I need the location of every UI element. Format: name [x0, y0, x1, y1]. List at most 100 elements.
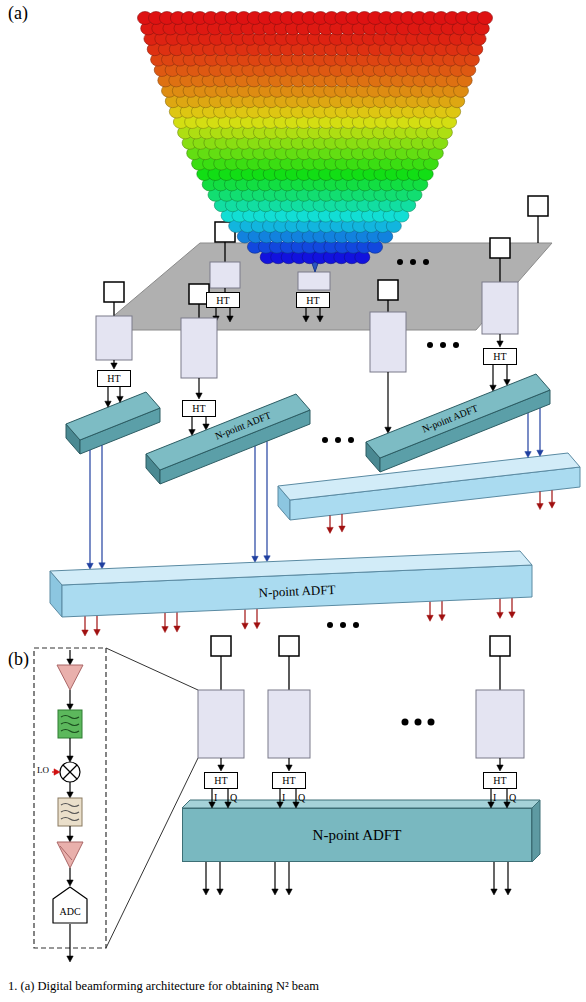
output-arrow-shaft [288, 862, 289, 890]
output-arrow-shaft [429, 601, 430, 616]
signal-arrow-shaft [305, 308, 306, 317]
antenna-element [279, 636, 299, 656]
output-arrow-head [427, 615, 433, 621]
signal-arrow-shaft [229, 308, 230, 317]
output-arrow-shaft [507, 862, 508, 890]
receiver-chain-box [96, 316, 132, 360]
connector-line [279, 789, 280, 803]
filter-wave [61, 818, 79, 821]
output-arrow-shaft [176, 612, 177, 627]
mixer-cross [63, 765, 77, 779]
signal-arrow-head [303, 316, 309, 322]
output-arrow-head [94, 630, 100, 636]
signal-arrow-shaft [119, 387, 120, 397]
signal-arrow-shaft [69, 868, 70, 881]
adc-shape [52, 886, 88, 924]
node-label: N-point ADFT [313, 827, 402, 844]
output-arrow [505, 862, 511, 895]
signal-arrow-shaft [387, 372, 388, 428]
output-arrow-head [327, 527, 333, 533]
output-arrow [254, 609, 260, 629]
signal-arrow-head [218, 765, 224, 771]
output-arrow [217, 862, 223, 895]
adft-bar-top [146, 394, 310, 470]
ht-block: HT [296, 292, 330, 308]
output-arrow-shaft [539, 492, 540, 505]
ellipsis-dot [415, 719, 422, 726]
connector-arrow [189, 417, 195, 436]
beam-pattern [138, 12, 493, 273]
beam-core [280, 170, 350, 272]
figure-caption: 1. (a) Digital beamforming architecture … [8, 980, 319, 994]
signal-arrow-head [67, 836, 73, 842]
output-arrow-head [203, 889, 209, 895]
panel-label: (a) [8, 4, 28, 24]
lo-arrow-head [54, 769, 60, 775]
ellipsis-dot [428, 719, 435, 726]
stage-arrow [252, 446, 258, 562]
mixer-symbol [60, 762, 80, 782]
connector-line [191, 417, 192, 431]
signal-arrow-shaft [319, 308, 320, 317]
stage-arrow-shaft [254, 446, 255, 557]
antenna-element [490, 636, 510, 656]
node-label: HT [493, 775, 506, 786]
output-arrow [82, 616, 88, 636]
signal-label: Q [298, 793, 305, 803]
output-arrow-shaft [329, 515, 330, 528]
connector-line [506, 789, 507, 803]
output-arrow [327, 515, 333, 533]
signal-arrow [497, 758, 503, 771]
signal-arrow-head [227, 316, 233, 322]
filter-wave [61, 716, 79, 719]
signal-arrow-head [67, 792, 73, 798]
output-arrow [162, 613, 168, 633]
ellipsis-dot [340, 622, 346, 628]
signal-arrow-shaft [69, 826, 70, 837]
signal-arrow-head [497, 765, 503, 771]
mixer-cross [63, 765, 77, 779]
adft-bar-top [50, 551, 532, 585]
signal-arrow-head [67, 659, 73, 665]
antenna-feed [499, 258, 500, 282]
signal-arrow [67, 924, 73, 962]
antenna-feed [499, 656, 500, 690]
signal-arrow-head [317, 316, 323, 322]
signal-name: LO [37, 766, 49, 776]
stage-arrow [87, 450, 93, 569]
output-arrow [537, 492, 543, 510]
ellipsis-dot [423, 259, 429, 265]
output-arrow [549, 490, 555, 508]
signal-arrow [67, 738, 73, 762]
node-label: HT [214, 775, 227, 786]
signal-arrow-head [286, 765, 292, 771]
signal-label: I [282, 793, 285, 803]
output-arrow-head [505, 889, 511, 895]
signal-arrow-head [111, 363, 117, 369]
ellipsis-dot [327, 622, 333, 628]
connector-arrow [504, 365, 510, 386]
signal-arrow [67, 868, 73, 886]
signal-arrow [303, 308, 309, 322]
node-label: HT [216, 295, 229, 306]
antenna-element [490, 238, 510, 258]
bar-shape [366, 374, 550, 472]
signal-arrow-head [196, 393, 202, 399]
output-arrow-head [497, 612, 503, 618]
signal-arrow [196, 378, 202, 399]
signal-label: Q [230, 793, 237, 803]
connector-arrow [203, 417, 209, 430]
signal-arrow [117, 387, 123, 402]
antenna-feed [537, 216, 538, 243]
signal-arrow [67, 690, 73, 710]
signal-arrow [497, 334, 503, 347]
stage-arrow-head [252, 556, 258, 562]
stage-arrow-head [99, 563, 105, 569]
receiver-chain-box [268, 690, 310, 758]
ht-block: HT [483, 772, 517, 789]
zoom-box [34, 648, 106, 948]
output-arrow-shaft [441, 601, 442, 616]
signal-arrow [385, 372, 391, 433]
receiver-chain-box [476, 690, 524, 758]
signal-arrow-head [67, 880, 73, 886]
